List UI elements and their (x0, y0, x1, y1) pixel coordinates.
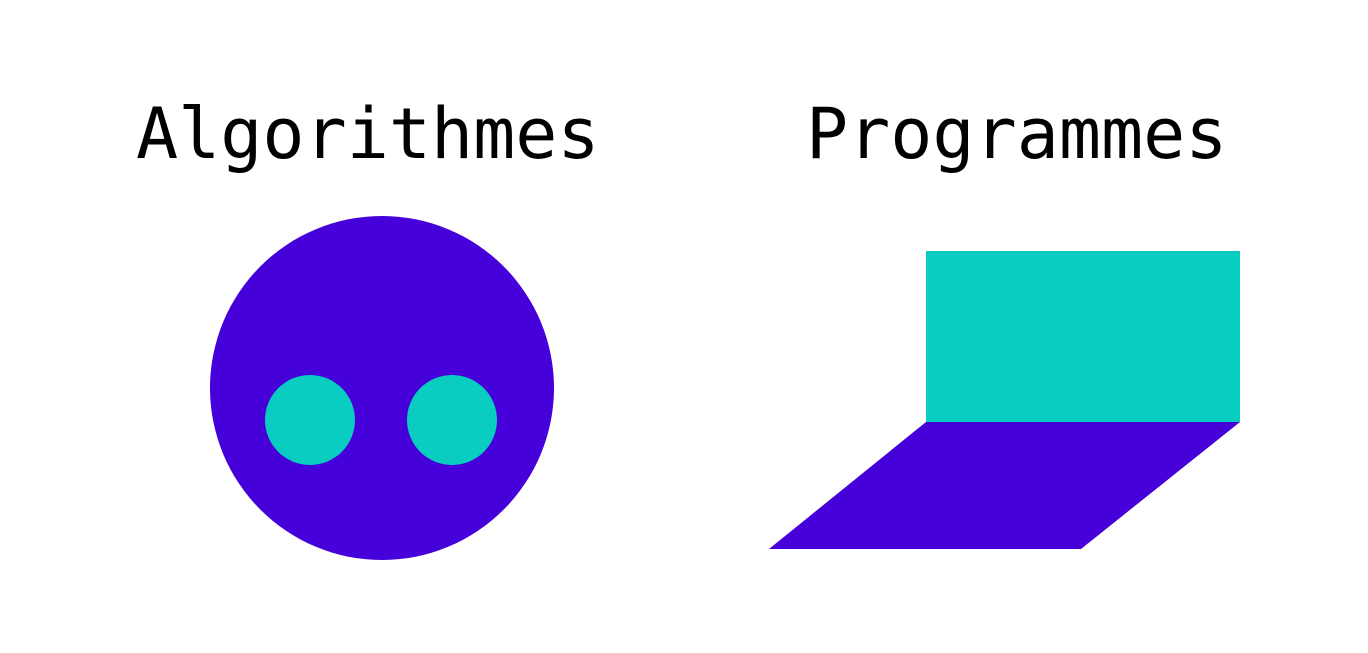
left-eye (265, 375, 355, 465)
head-circle (210, 216, 554, 560)
head-with-eyes-icon (210, 216, 554, 560)
laptop-screen (926, 251, 1240, 422)
programmes-title: Programmes (806, 93, 1228, 175)
laptop-keyboard-base (769, 422, 1240, 549)
right-eye (407, 375, 497, 465)
laptop-icon (769, 251, 1240, 549)
algorithmes-title: Algorithmes (136, 93, 600, 175)
